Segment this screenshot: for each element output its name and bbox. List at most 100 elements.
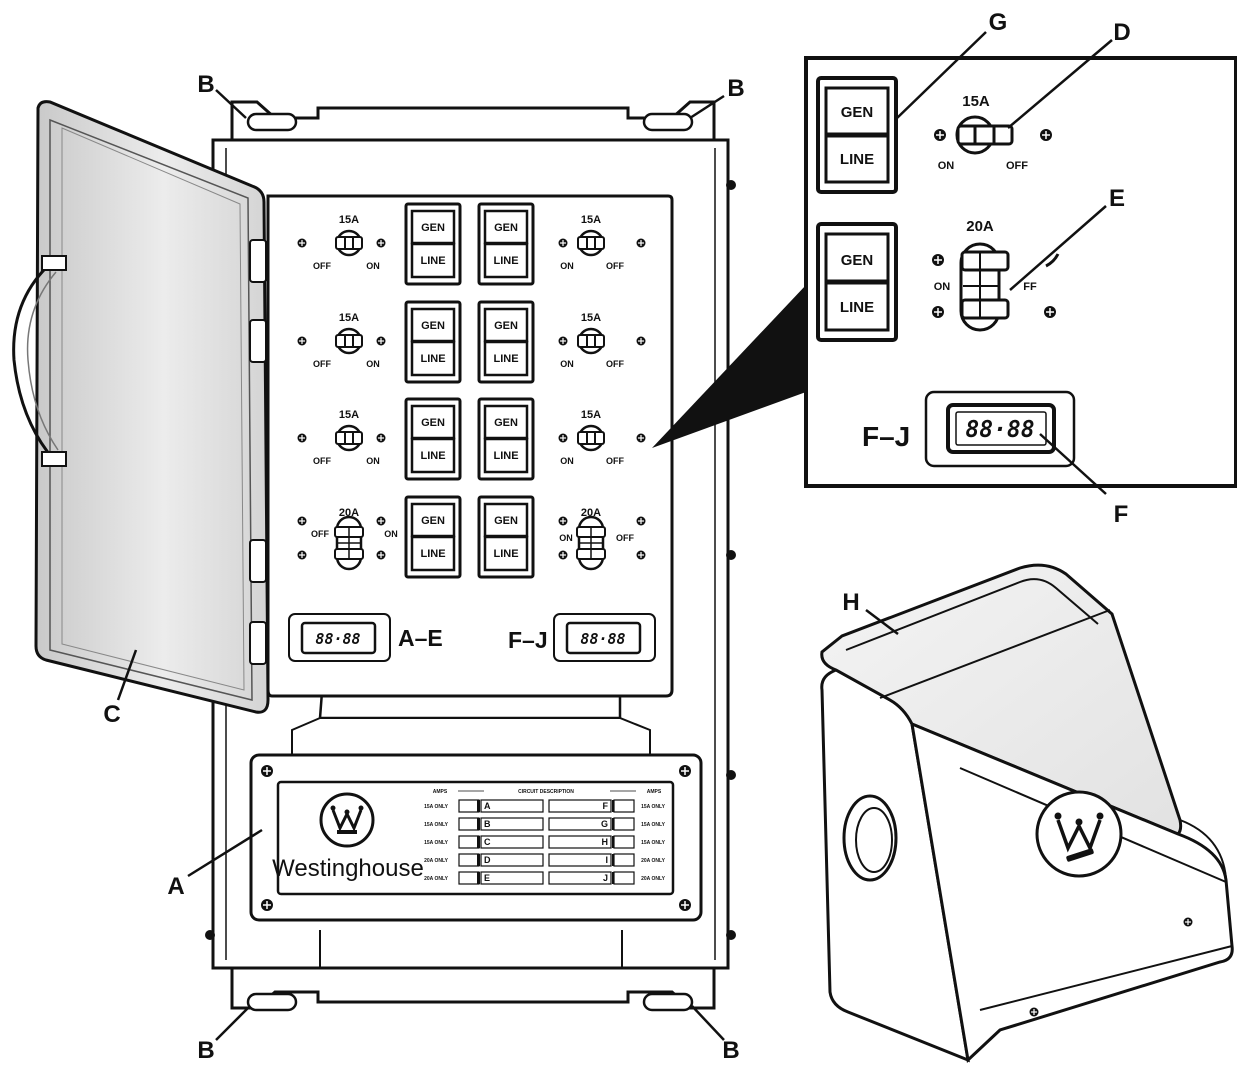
on-label: ON: [559, 533, 573, 543]
off-label: OFF: [311, 529, 329, 539]
transfer-switch[interactable]: GEN LINE: [477, 300, 535, 384]
callout-c: C: [103, 701, 120, 728]
inset-breaker-20a[interactable]: 20A ON FF: [931, 218, 1060, 332]
breaker-rating: 15A: [339, 409, 359, 421]
transfer-switch[interactable]: GEN LINE: [477, 202, 535, 286]
detail-inset: GEN LINE GEN LINE 15A ON OFF 20A: [652, 56, 1237, 488]
amps-header-right: AMPS: [647, 789, 662, 795]
on-label: ON: [560, 456, 574, 466]
breaker-rating: 15A: [339, 214, 359, 226]
callout-b: B: [727, 75, 744, 102]
line-label: LINE: [840, 299, 874, 316]
breaker-15a[interactable]: 15A OFF ON: [296, 214, 387, 271]
transfer-switch[interactable]: GEN LINE: [404, 495, 462, 579]
bottom-mounting-flange: [230, 966, 716, 1010]
amps-rating-right: 20A ONLY: [641, 858, 665, 864]
line-label: LINE: [493, 450, 518, 462]
gen-label: GEN: [421, 515, 445, 527]
meter-row: 88·88 A–E F–J 88·88: [288, 613, 656, 662]
amps-rating-right: 15A ONLY: [641, 840, 665, 846]
amps-header-left: AMPS: [433, 789, 448, 795]
callout-h: H: [842, 589, 859, 616]
breaker-rating: 20A: [966, 218, 994, 235]
breaker-20a[interactable]: 20A ON OFF: [557, 507, 647, 571]
callout-b: B: [722, 1037, 739, 1064]
gen-label: GEN: [494, 222, 518, 234]
line-label: LINE: [420, 450, 445, 462]
breaker-rating: 15A: [581, 409, 601, 421]
top-mounting-flange: [230, 100, 716, 142]
line-label: LINE: [420, 353, 445, 365]
gen-label: GEN: [841, 104, 874, 121]
meter-display-right: 88·88: [580, 630, 625, 648]
mounting-slot: [246, 112, 298, 132]
line-label: LINE: [420, 255, 445, 267]
amps-rating-left: 20A ONLY: [424, 876, 448, 882]
transfer-switch[interactable]: GEN LINE: [404, 397, 462, 481]
line-label: LINE: [840, 151, 874, 168]
off-label: OFF: [313, 261, 331, 271]
circuit-letter-right: H: [602, 837, 609, 847]
mounting-slot: [642, 992, 694, 1012]
callout-a: A: [167, 873, 184, 900]
mounting-slot: [246, 992, 298, 1012]
callout-d: D: [1113, 19, 1130, 46]
callout-g: G: [989, 9, 1008, 36]
off-label: OFF: [616, 533, 634, 543]
breaker-rating: 15A: [581, 214, 601, 226]
mounting-slot: [642, 112, 694, 132]
meter-display-inset: 88·88: [965, 417, 1034, 443]
meter-group-label-left: A–E: [398, 625, 443, 651]
amps-rating-right: 20A ONLY: [641, 876, 665, 882]
gen-label: GEN: [421, 417, 445, 429]
inset-transfer-switch-2[interactable]: GEN LINE: [816, 222, 898, 342]
circuit-letter-right: I: [605, 855, 608, 865]
off-label-partial: FF: [1023, 281, 1037, 293]
gen-label: GEN: [494, 515, 518, 527]
callout-labels: B B B B C A G D E F H: [103, 9, 1130, 1064]
gen-label: GEN: [421, 320, 445, 332]
gen-label: GEN: [494, 320, 518, 332]
breaker-rating: 20A: [581, 507, 601, 519]
inset-meter: 88·88 F–J: [862, 390, 1076, 468]
gen-label: GEN: [421, 222, 445, 234]
circuit-letter-left: A: [484, 801, 491, 811]
line-label: LINE: [493, 255, 518, 267]
on-label: ON: [366, 456, 380, 466]
off-label: OFF: [606, 359, 624, 369]
inset-pointer: [652, 285, 806, 448]
breaker-rating: 15A: [962, 93, 990, 110]
inlet-logo-icon: [1035, 790, 1123, 878]
amps-rating-left: 20A ONLY: [424, 858, 448, 864]
callout-b: B: [197, 1037, 214, 1064]
on-label: ON: [934, 281, 951, 293]
line-label: LINE: [493, 353, 518, 365]
transfer-switch[interactable]: GEN LINE: [404, 202, 462, 286]
inset-transfer-switch-1[interactable]: GEN LINE: [816, 76, 898, 194]
breaker-rating: 15A: [339, 312, 359, 324]
amps-rating-left: 15A ONLY: [424, 840, 448, 846]
amps-rating-right: 15A ONLY: [641, 822, 665, 828]
meter-group-label-inset: F–J: [862, 421, 910, 452]
inset-breaker-15a[interactable]: 15A ON OFF: [933, 93, 1053, 172]
gen-label: GEN: [841, 252, 874, 269]
transfer-switch[interactable]: GEN LINE: [404, 300, 462, 384]
on-label: ON: [560, 261, 574, 271]
on-label: ON: [366, 261, 380, 271]
hinged-clear-door: [12, 100, 270, 714]
off-label: OFF: [313, 359, 331, 369]
callout-leaders: [116, 31, 1113, 1041]
line-label: LINE: [420, 548, 445, 560]
